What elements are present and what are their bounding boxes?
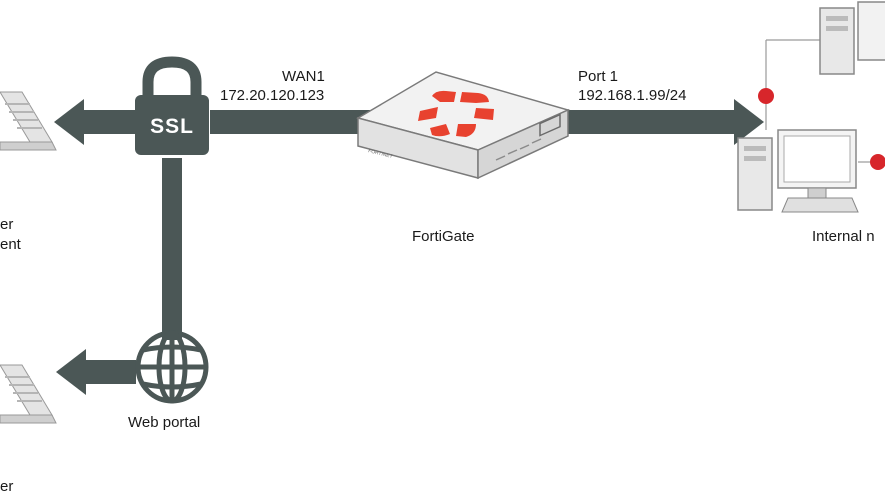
left-label-bottom-1: er (0, 478, 14, 495)
globe-icon (135, 330, 209, 404)
internal-label: Internal n (812, 228, 875, 245)
portal-label: Web portal (128, 414, 201, 431)
port-name: Port 1 (578, 68, 619, 85)
wan-name: WAN1 (282, 68, 325, 85)
network-node (758, 88, 774, 104)
network-node (870, 154, 885, 170)
portal-link (162, 158, 182, 340)
device-label: FortiGate (412, 228, 475, 245)
fortigate-device (356, 71, 571, 180)
brand-text: FORTINET (368, 148, 394, 160)
desktop-icon (819, 1, 885, 75)
wan-ip: 172.20.120.123 (220, 87, 325, 104)
port-ip: 192.168.1.99/24 (578, 87, 687, 104)
arrow-icon (56, 349, 136, 395)
wan-link (210, 110, 370, 134)
fortinet-logo-icon (418, 90, 494, 137)
arrow-icon (54, 99, 140, 145)
ssl-label: SSL (150, 115, 194, 138)
left-label-top-2: ent (0, 236, 21, 253)
left-label-top-1: er (0, 216, 14, 233)
lock-icon (135, 56, 209, 155)
arrow-icon (556, 99, 764, 145)
laptop-icon (0, 91, 57, 151)
desktop-icon (737, 129, 859, 213)
laptop-icon (0, 364, 57, 424)
